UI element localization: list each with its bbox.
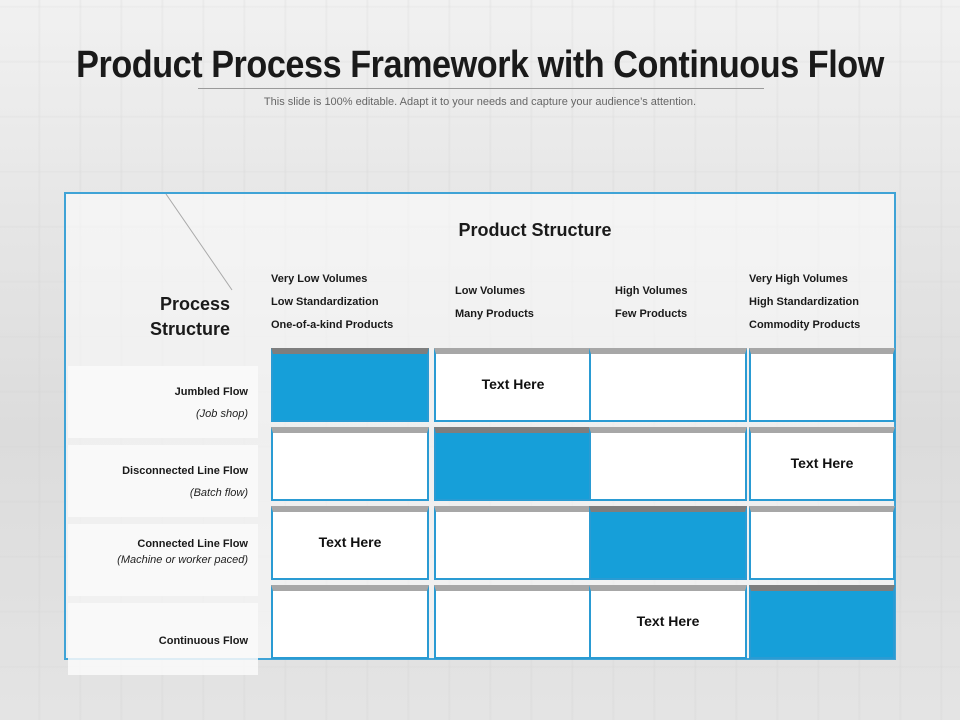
slide-title: Product Process Framework with Continuou…	[76, 44, 884, 86]
row-label-title: Continuous Flow	[158, 635, 248, 647]
matrix-cell-r3-c2	[434, 506, 592, 580]
row-label-2: Disconnected Line Flow (Batch flow)	[68, 445, 258, 517]
row-label-title: Connected Line Flow	[137, 538, 248, 550]
matrix-cell-r4-c3: Text Here	[589, 585, 747, 659]
row-label-1: Jumbled Flow (Job shop)	[68, 366, 258, 438]
column-header-line: Many Products	[455, 308, 534, 320]
matrix-cell-r2-c1	[271, 427, 429, 501]
matrix-cell-r4-c1	[271, 585, 429, 659]
matrix-cell-r2-c2	[434, 427, 592, 501]
row-label-subtitle: (Machine or worker paced)	[117, 554, 248, 566]
row-label-title: Disconnected Line Flow	[122, 465, 248, 477]
process-structure-line2: Structure	[149, 319, 230, 339]
column-header-line: Very Low Volumes	[271, 273, 368, 285]
product-structure-heading: Product Structure	[458, 220, 612, 240]
cell-text: Text Here	[636, 613, 700, 629]
matrix-cell-r2-c4: Text Here	[749, 427, 895, 501]
process-structure-line1: Process	[159, 294, 230, 314]
column-header-line: One-of-a-kind Products	[271, 319, 394, 331]
column-header-line: High Volumes	[615, 285, 688, 297]
matrix-cell-r2-c3	[589, 427, 747, 501]
matrix-cell-r1-c1	[271, 348, 429, 422]
row-label-subtitle: (Job shop)	[196, 408, 248, 420]
slide-subtitle: This slide is 100% editable. Adapt it to…	[263, 96, 697, 108]
column-header-line: Low Volumes	[455, 285, 526, 297]
matrix-cell-r3-c1: Text Here	[271, 506, 429, 580]
matrix-cell-r4-c2	[434, 585, 592, 659]
matrix-cell-r3-c3	[589, 506, 747, 580]
matrix-cell-r4-c4	[749, 585, 895, 659]
title-underline	[198, 88, 764, 89]
matrix-cell-r3-c4	[749, 506, 895, 580]
process-structure-heading: Process Structure	[110, 292, 230, 342]
cell-text: Text Here	[790, 455, 854, 471]
cell-text: Text Here	[481, 376, 545, 392]
row-label-3: Connected Line Flow (Machine or worker pa…	[68, 524, 258, 596]
column-header-line: Low Standardization	[271, 296, 379, 308]
column-header-line: Commodity Products	[749, 319, 861, 331]
column-header-line: High Standardization	[749, 296, 859, 308]
row-label-title: Jumbled Flow	[174, 386, 248, 398]
matrix-cell-r1-c2: Text Here	[434, 348, 592, 422]
row-label-subtitle: (Batch flow)	[189, 487, 248, 499]
column-header-line: Few Products	[615, 308, 688, 320]
column-header-line: Very High Volumes	[749, 273, 848, 285]
cell-text: Text Here	[318, 534, 382, 550]
matrix-cell-r1-c4	[749, 348, 895, 422]
matrix-cell-r1-c3	[589, 348, 747, 422]
row-label-4: Continuous Flow	[68, 603, 258, 675]
